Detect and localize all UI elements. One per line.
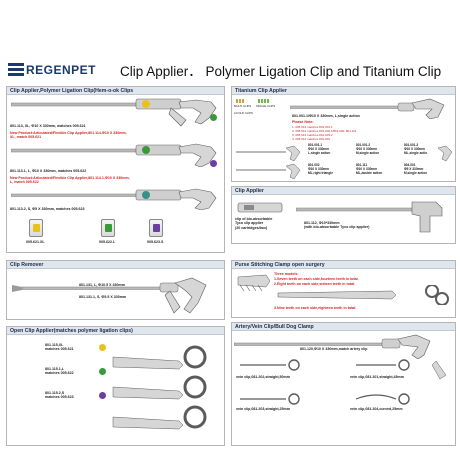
purse-clamp-jaw-image	[237, 274, 271, 292]
clip-swatches-multi	[236, 99, 244, 103]
vein-clip-item: vein clip,081.203,straight,25mm	[236, 407, 290, 411]
artery-clip-applier-image	[234, 334, 431, 359]
titanium-spec: 801.001.1 Φ10 X 330mm L,single action	[308, 143, 331, 155]
panel-title: Clip Remover	[7, 261, 224, 269]
clip-applier-xl-image	[11, 98, 217, 127]
vein-clip-item: vein clip,081.202,straight,50mm	[236, 375, 290, 379]
clip-pack-xl	[29, 219, 43, 237]
vein-clip-image	[240, 359, 447, 405]
tyco-applier-text: 801.112, Φ10*330mm (with bio-absorbable …	[304, 221, 370, 230]
open-clip-l: 801.115.1,L matches 005.622	[45, 367, 74, 376]
regenpet-logo: REGENPET	[8, 62, 96, 78]
open-clip-s: 801.115.2,S matches 005.623	[45, 391, 74, 400]
clip-remover-image	[12, 277, 207, 314]
status-badge-green	[210, 114, 217, 121]
titanium-clip-applier-image	[290, 98, 445, 119]
open-clip-xl: 801.115,XL matches 005.621	[45, 343, 74, 352]
legend-label: SINGLE CLIPS	[256, 104, 276, 108]
pack-label: 005.622.L	[99, 240, 116, 244]
titanium-spec: 801.001.3 Φ10 X 330mm ML,single actio	[404, 143, 428, 155]
purse-model: 3.Nine teeth on each side,eighteen teeth…	[274, 306, 357, 310]
clip-pack-s	[149, 219, 163, 237]
note-item: 2. 005.612 matches 801.002.1/801.002. 80…	[292, 129, 357, 133]
clip-swatches-single	[258, 99, 269, 103]
pack-label: 005.621.XL	[26, 240, 45, 244]
item-text: 801.113, XL, Φ10 X 330mm, matches 005.62…	[10, 124, 86, 128]
titanium-clip-applier-panel: Titanium Clip Applier MULTI-CLIPS SINGLE…	[231, 86, 456, 182]
polymer-clip-applier-panel: Clip Applier,Polymer Ligation Clip(Hem-o…	[6, 86, 225, 253]
clip-applier-s-image	[11, 188, 217, 210]
titanium-spec: 801.001.2 Φ10 X 330mm M,single action	[356, 143, 380, 155]
page-header: REGENPET Clip Applier． Polymer Ligation …	[8, 60, 452, 82]
page-title: Clip Applier． Polymer Ligation Clip and …	[120, 64, 442, 79]
purse-model: 1.Seven teeth on each side,fourteen teet…	[274, 277, 359, 281]
legend-label: 2-FOLD CLIPS	[234, 111, 253, 115]
titanium-spec: 801.002 Φ10 X 330mm ML,right triangle	[308, 163, 333, 175]
pack-label: 005.623.S	[147, 240, 164, 244]
tyco-clip-applier-panel: Clip Applier clip of bio-absorbable Tyco…	[231, 186, 456, 244]
notes-title: Please Note:	[292, 120, 314, 124]
item-text: 801.113.1, L, Φ10 X 330mm, matches 005.6…	[10, 169, 87, 173]
artery-vein-clip-panel: Artery/Vein Clip/Bull Dog Clamp 801.120,…	[231, 322, 456, 446]
tyco-clip-cartridge-image	[237, 202, 283, 213]
artery-main-text: 801.120,Φ10 X 330mm,match artery clip	[300, 347, 368, 351]
vein-clip-item: vein clip,081.201,straight,45mm	[350, 375, 404, 379]
titanium-main-text: 801.001.1/Φ10 X 330mm, L,single action	[292, 114, 360, 118]
purse-model: 2.Eight teeth on each side,sixteen teeth…	[274, 282, 356, 286]
panel-title: Artery/Vein Clip/Bull Dog Clamp	[232, 323, 455, 331]
open-clip-applier-panel: Open Clip Applier(matches polymer ligati…	[6, 326, 225, 446]
clip-pack-l	[101, 219, 115, 237]
panel-title: Purse Stitching Clamp open surgery	[232, 261, 455, 269]
note-item: 3. 005.613 matches 801.003.2	[292, 133, 333, 137]
tyco-clip-applier-image	[296, 201, 443, 233]
vein-clip-item: vein clip,081.204,curved,25mm	[350, 407, 403, 411]
status-badge-yellow	[99, 344, 106, 351]
purse-clamp-image	[277, 285, 449, 305]
status-badge-green	[99, 368, 106, 375]
note-item: 4. 005.614 matches 801.001	[292, 137, 331, 141]
clip-applier-l-image	[11, 143, 217, 167]
panel-title: Titanium Clip Applier	[232, 87, 455, 95]
titanium-variants-image	[236, 145, 453, 180]
titanium-spec: 801.111 Φ10 X 330mm ML,double action	[356, 163, 383, 175]
open-clip-applier-image	[112, 345, 207, 430]
status-badge-purple	[99, 392, 106, 399]
new-product-text: New Product:Articulated/Flexible Clip Ap…	[10, 131, 127, 140]
clip-remover-s: 801.131.1, S, Φ5.5 X 330mm	[79, 295, 127, 299]
clip-remover-l: 801.131, L, Φ10.5 X 330mm	[79, 283, 125, 287]
item-text: 801.113.2, S, Φ5 X 330mm, matches 005.62…	[10, 207, 85, 211]
legend-label: MULTI-CLIPS	[234, 104, 252, 108]
models-title: Three models:	[274, 272, 299, 276]
tyco-cartridge-text: clip of bio-absorbable Tyco clip applier…	[235, 217, 273, 230]
purse-stitching-clamp-panel: Purse Stitching Clamp open surgery Three…	[231, 260, 456, 318]
logo-mark-icon	[8, 63, 24, 77]
brand-name: REGENPET	[26, 63, 97, 77]
panel-title: Clip Applier,Polymer Ligation Clip(Hem-o…	[7, 87, 224, 95]
clip-remover-panel: Clip Remover 801.131, L, Φ10.5 X 330mm 8…	[6, 260, 225, 320]
titanium-spec: 804.001 Φ5 X 330mm M,single action	[404, 163, 428, 175]
status-badge-purple	[210, 160, 217, 167]
new-product-text: New Product:Articulated/Flexible Clip Ap…	[10, 176, 130, 185]
panel-title: Clip Applier	[232, 187, 455, 195]
panel-title: Open Clip Applier(matches polymer ligati…	[7, 327, 224, 335]
note-item: 1. 005.612 matches 801.001.1	[292, 125, 333, 129]
